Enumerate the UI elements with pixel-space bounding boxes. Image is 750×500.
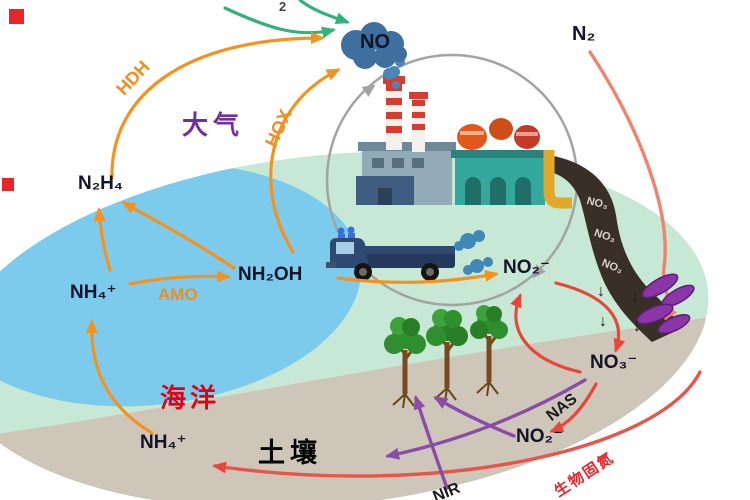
down-arrow-glyph: ↓ xyxy=(633,318,641,335)
no2-to-no3-arrow xyxy=(554,281,626,353)
no3-label: NO₃⁻ xyxy=(590,352,638,373)
gray-cycle-arrowhead xyxy=(532,264,546,279)
bacterium xyxy=(641,273,679,299)
ocean-label: 海洋 xyxy=(160,383,221,413)
no3-to-no2-cycle-arrow xyxy=(510,293,582,374)
down-arrow-glyph: ↓ xyxy=(597,283,605,300)
amo-arrow xyxy=(128,270,231,286)
cropped-label-fragment: 2 xyxy=(279,0,287,14)
soil-nh4-to-ocean-arrow xyxy=(85,319,154,435)
gray-cycle-arrowhead xyxy=(361,84,376,97)
down-arrow-glyph: ↓ xyxy=(631,288,639,305)
soil-label: 土壤 xyxy=(258,438,322,468)
n2h4-label: N₂H₄ xyxy=(78,173,123,194)
truck-illustration xyxy=(326,226,493,281)
orange-arrows xyxy=(85,32,499,435)
tree xyxy=(426,309,468,403)
hox-arrow xyxy=(269,68,341,254)
no-gas-cloud xyxy=(341,22,407,89)
nir-arrow xyxy=(433,396,516,438)
nh2oh-to-n2h4-arrow xyxy=(121,201,236,270)
green-arrows xyxy=(223,0,350,39)
nh4-to-n2h4-arrow xyxy=(93,207,112,272)
factory-illustration xyxy=(356,57,572,209)
storage-tank xyxy=(489,118,513,140)
hdh-arrow xyxy=(110,32,325,180)
purple-arrows xyxy=(385,378,587,490)
down-arrow-glyph: ↓ xyxy=(599,313,607,330)
no2-soil-label: NO₂⁻ xyxy=(516,426,563,447)
red-marker xyxy=(2,178,14,191)
discharge-pipe xyxy=(543,150,572,209)
red-marker xyxy=(9,9,24,24)
uptake-arrow xyxy=(413,395,449,490)
trees-illustration xyxy=(384,305,508,409)
nas-arrow xyxy=(549,382,598,433)
green-arrow xyxy=(223,6,336,39)
tree xyxy=(470,305,508,397)
bacterium xyxy=(636,303,674,325)
smokestack xyxy=(409,92,428,152)
atmosphere-label: 大气 xyxy=(182,110,245,140)
no3-downhill-arrow xyxy=(385,378,587,460)
no-label: NO xyxy=(360,31,390,53)
nh4-ocean-label: NH₄⁺ xyxy=(70,282,117,303)
nh2oh-to-no2-arrow xyxy=(336,269,499,284)
tree xyxy=(384,317,426,409)
storage-tank xyxy=(457,124,487,150)
amo-label: AMO xyxy=(158,285,198,304)
nh2oh-label: NH₂OH xyxy=(238,264,303,285)
truck-figure xyxy=(347,226,355,234)
nh4-soil-label: NH₄⁺ xyxy=(140,432,187,453)
exhaust-puffs xyxy=(454,230,493,275)
storage-tank xyxy=(514,125,540,149)
no2-label: NO₂⁻ xyxy=(503,257,550,278)
fixation-arrow xyxy=(212,370,702,478)
bacterium xyxy=(657,313,691,335)
truck-figure xyxy=(337,227,345,235)
bacteria-cells xyxy=(636,273,695,335)
n2-label: N₂ xyxy=(572,23,596,45)
green-arrow xyxy=(298,0,350,24)
